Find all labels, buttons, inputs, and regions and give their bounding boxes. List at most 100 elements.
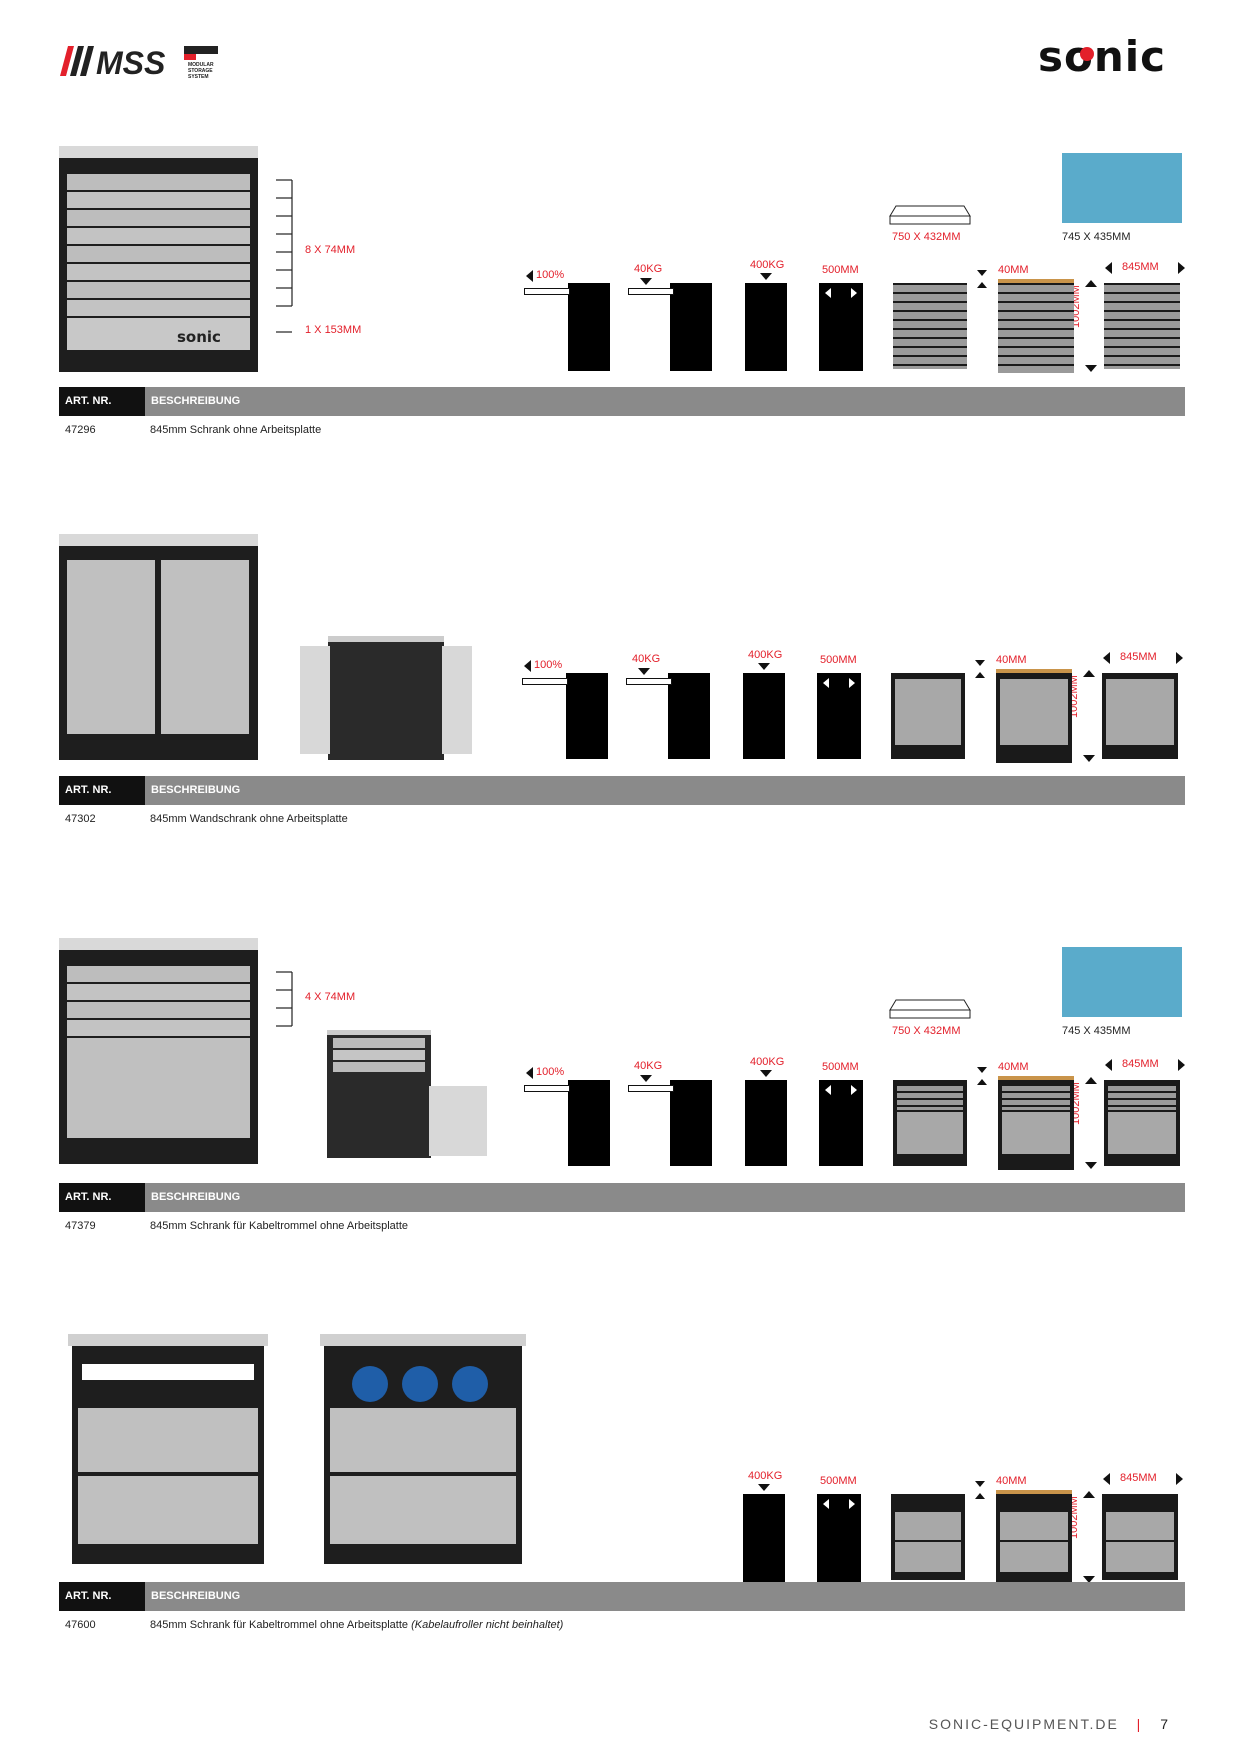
table-header: ART. NR. BESCHREIBUNG: [59, 1183, 1185, 1212]
arrow-down-icon: [1085, 1162, 1097, 1169]
arrow-up-icon: [1083, 1491, 1095, 1498]
arrow-left-icon: [823, 678, 829, 688]
arrow-left-icon: [1105, 1059, 1112, 1071]
arrow-right-icon: [849, 678, 855, 688]
arrow-down-icon: [760, 273, 772, 280]
description: 845mm Wandschrank ohne Arbeitsplatte: [150, 813, 348, 825]
svg-text:MSS: MSS: [96, 46, 166, 80]
mini-cabinet-width: [1104, 283, 1180, 369]
drawer-slide-2: [626, 678, 672, 685]
spec-top-height: 40MM: [998, 264, 1029, 276]
arrow-down-icon: [977, 270, 987, 276]
table-header: ART. NR. BESCHREIBUNG: [59, 387, 1185, 416]
spec-width: 845MM: [1122, 261, 1159, 273]
spec-total-load-block: [743, 673, 785, 759]
spec-depth: 500MM: [822, 264, 859, 276]
arrow-up-icon: [975, 672, 985, 678]
cabinet-reel-image-4: [320, 1334, 526, 1566]
arrow-up-icon: [975, 1493, 985, 1499]
spec-total-load-block: [745, 283, 787, 371]
mini-cabinet-top: [996, 1490, 1072, 1584]
drawer-slide: [524, 1085, 570, 1092]
cabinet-image-2: [59, 534, 258, 760]
spec-total-load-block: [743, 1494, 785, 1582]
table-header: ART. NR. BESCHREIBUNG: [59, 776, 1185, 805]
arrow-right-icon: [851, 288, 857, 298]
arrow-right-icon: [851, 1085, 857, 1095]
spec-depth: 500MM: [820, 1475, 857, 1487]
spec-drawer-load-block: [668, 673, 710, 759]
sonic-logo: sonic: [1038, 32, 1167, 81]
arrow-left-icon: [526, 270, 533, 282]
spec-total-load: 400KG: [750, 259, 785, 271]
drawer-label-1: 8 X 74MM: [305, 244, 356, 256]
drawer-slide-2: [628, 288, 674, 295]
mini-cabinet-top: [996, 669, 1072, 763]
mini-cabinet: [891, 673, 965, 759]
arrow-down-icon: [760, 1070, 772, 1077]
arrow-down-icon: [1083, 755, 1095, 762]
mat-swatch: [1062, 947, 1182, 1017]
spec-extension-block: [568, 1080, 610, 1166]
arrow-left-icon: [825, 288, 831, 298]
arrow-left-icon: [1105, 262, 1112, 274]
svg-text:sonic: sonic: [177, 328, 221, 346]
arrow-left-icon: [823, 1499, 829, 1509]
cabinet-open-image-2: [298, 636, 474, 762]
mss-logo: MSS: [60, 45, 220, 81]
arrow-left-icon: [524, 660, 531, 672]
spec-total-load: 400KG: [750, 1056, 785, 1068]
arrow-right-icon: [1178, 262, 1185, 274]
spec-mat: 745 X 435MM: [1062, 231, 1131, 243]
arrow-down-icon: [977, 1067, 987, 1073]
cabinet-image-4: [68, 1334, 268, 1566]
page-number: 7: [1160, 1716, 1170, 1732]
spec-extension: 100%: [536, 1066, 565, 1078]
mss-logo-sub: MODULAR STORAGE SYSTEM: [188, 62, 214, 80]
arrow-left-icon: [1103, 1473, 1110, 1485]
spec-liner: 750 X 432MM: [892, 1025, 961, 1037]
spec-top-height: 40MM: [996, 654, 1027, 666]
art-number: 47296: [65, 424, 96, 436]
arrow-down-icon: [975, 660, 985, 666]
cabinet-open-image-3: [325, 1030, 489, 1160]
arrow-down-icon: [638, 668, 650, 675]
spec-drawer-load: 40KG: [632, 653, 661, 665]
spec-extension-block: [566, 673, 608, 759]
arrow-right-icon: [1178, 1059, 1185, 1071]
art-number: 47600: [65, 1619, 96, 1631]
arrow-up-icon: [977, 1079, 987, 1085]
description-text: 845mm Schrank für Kabeltrommel ohne Arbe…: [150, 1619, 409, 1631]
description-note: (Kabelaufroller nicht beinhaltet): [411, 1619, 564, 1631]
spec-top-height: 40MM: [996, 1475, 1027, 1487]
spec-mat: 745 X 435MM: [1062, 1025, 1131, 1037]
spec-width: 845MM: [1120, 1472, 1157, 1484]
spec-extension: 100%: [536, 269, 565, 281]
drawer-slide: [522, 678, 568, 685]
drawer-slide-2: [628, 1085, 674, 1092]
liner-icon: [888, 198, 972, 233]
arrow-down-icon: [1083, 1576, 1095, 1583]
spec-liner: 750 X 432MM: [892, 231, 961, 243]
mat-swatch: [1062, 153, 1182, 223]
arrow-up-icon: [1085, 1077, 1097, 1084]
drawer-arrows-1: [276, 179, 293, 333]
spec-extension: 100%: [534, 659, 563, 671]
footer-separator: |: [1136, 1716, 1143, 1732]
cabinet-image-1: sonic: [59, 146, 258, 372]
spec-width: 845MM: [1120, 651, 1157, 663]
mini-cabinet: [891, 1494, 965, 1580]
arrow-down-icon: [640, 1075, 652, 1082]
arrow-right-icon: [849, 1499, 855, 1509]
mini-cabinet-width: [1104, 1080, 1180, 1166]
spec-total-load: 400KG: [748, 649, 783, 661]
description: 845mm Schrank ohne Arbeitsplatte: [150, 424, 322, 436]
spec-top-height: 40MM: [998, 1061, 1029, 1073]
mini-cabinet-top: [998, 1076, 1074, 1170]
mini-cabinet-width: [1102, 673, 1178, 759]
cabinet-image-3: [59, 938, 258, 1164]
description: 845mm Schrank für Kabeltrommel ohne Arbe…: [150, 1619, 563, 1631]
spec-extension-block: [568, 283, 610, 371]
arrow-up-icon: [977, 282, 987, 288]
arrow-right-icon: [1176, 1473, 1183, 1485]
